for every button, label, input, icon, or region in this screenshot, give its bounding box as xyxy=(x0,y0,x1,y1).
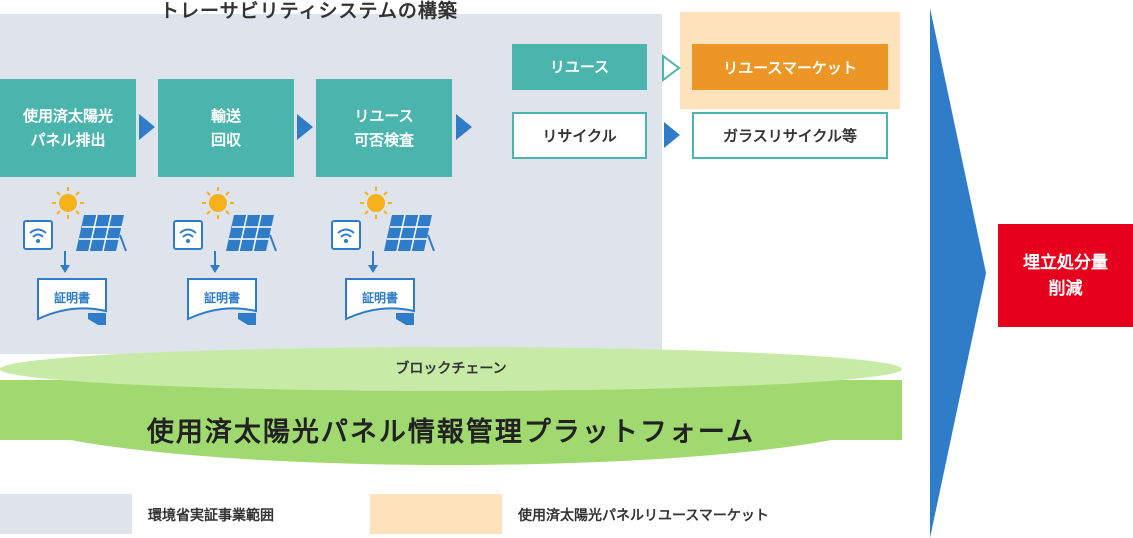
legend-scope-swatch xyxy=(0,494,132,534)
wifi-device-icon xyxy=(173,220,203,250)
platform-cylinder-top xyxy=(0,347,902,391)
solar-panel-icon xyxy=(384,214,435,252)
down-arrow-icon xyxy=(368,251,378,273)
arrow-right-icon xyxy=(456,114,472,140)
certificate-icon xyxy=(345,278,415,325)
sun-icon xyxy=(202,187,234,219)
sun-icon xyxy=(52,187,84,219)
legend-market-label: 使用済太陽光パネルリユースマーケット xyxy=(518,508,769,524)
landfill-reduction-box: 埋立処分量 削減 xyxy=(998,224,1133,327)
platform-label: 使用済太陽光パネル情報管理プラットフォーム xyxy=(146,417,756,448)
step-reuse-inspection: リユース 可否検査 xyxy=(316,79,452,177)
blockchain-label: ブロックチェーン xyxy=(395,361,507,377)
outline-arrow-right-icon xyxy=(662,54,681,82)
reuse-box: リユース xyxy=(512,44,647,90)
arrow-right-icon xyxy=(297,114,313,140)
recycle-box: リサイクル xyxy=(512,112,647,159)
device-certificate-group: 証明書 xyxy=(170,185,300,345)
sun-icon xyxy=(360,187,392,219)
device-certificate-group: 証明書 xyxy=(20,185,150,345)
diagram-title: トレーサビリティシステムの構築 xyxy=(160,0,458,22)
reuse-market-box: リユースマーケット xyxy=(692,44,888,90)
wifi-device-icon xyxy=(331,220,361,250)
arrow-right-icon xyxy=(139,114,155,140)
device-certificate-group: 証明書 xyxy=(328,185,458,345)
legend-market-swatch xyxy=(370,494,502,534)
certificate-icon xyxy=(187,278,257,325)
solar-panel-icon xyxy=(76,214,127,252)
wifi-device-icon xyxy=(23,220,53,250)
certificate-label: 証明書 xyxy=(203,291,240,305)
down-arrow-icon xyxy=(210,251,220,273)
arrow-right-icon xyxy=(664,122,680,148)
certificate-icon xyxy=(37,278,107,325)
step-panel-discharge: 使用済太陽光 パネル排出 xyxy=(0,79,136,177)
certificate-label: 証明書 xyxy=(53,291,90,305)
large-arrow-right-icon xyxy=(930,8,986,538)
glass-recycle-box: ガラスリサイクル等 xyxy=(692,112,888,159)
legend-scope-label: 環境省実証事業範囲 xyxy=(148,508,274,524)
down-arrow-icon xyxy=(60,251,70,273)
step-transport-collection: 輸送 回収 xyxy=(158,79,294,177)
solar-panel-icon xyxy=(226,214,277,252)
certificate-label: 証明書 xyxy=(361,291,398,305)
